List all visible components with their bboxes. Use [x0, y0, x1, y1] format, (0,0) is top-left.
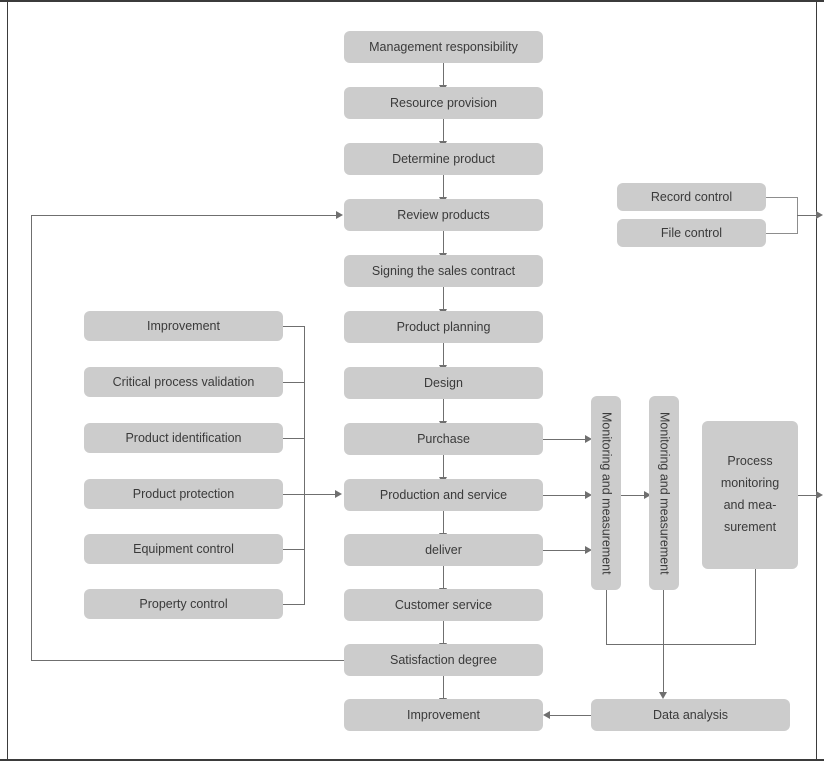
doc-control-arrowhead — [816, 211, 823, 219]
connector-3 — [443, 175, 444, 201]
support-stub-product-protection — [283, 494, 304, 495]
arrowhead-data-analysis-to-improvement — [543, 711, 550, 719]
node-data-analysis[interactable]: Data analysis — [591, 699, 790, 731]
node-review-products[interactable]: Review products — [344, 199, 543, 231]
process-monitoring-arrowhead — [816, 491, 823, 499]
doc-control-record-stub — [766, 197, 798, 198]
node-product-identification[interactable]: Product identification — [84, 423, 283, 453]
process-monitoring-line-1: Process — [727, 454, 773, 469]
frame-left-border — [7, 2, 8, 759]
node-design[interactable]: Design — [344, 367, 543, 399]
connector-8 — [443, 455, 444, 481]
node-monitoring-and-measurement-1[interactable]: Monitoring and measurement — [591, 396, 621, 590]
support-stub-property-control — [283, 604, 304, 605]
arrow-purchase-to-monitoring — [543, 439, 587, 440]
arrow-data-analysis-to-improvement — [549, 715, 591, 716]
connector-10 — [443, 566, 444, 592]
process-monitoring-line-2: monitoring — [720, 476, 780, 491]
node-customer-service[interactable]: Customer service — [344, 589, 543, 621]
node-satisfaction-degree[interactable]: Satisfaction degree — [344, 644, 543, 676]
arrow-deliver-to-monitoring — [543, 550, 587, 551]
node-management-responsibility[interactable]: Management responsibility — [344, 31, 543, 63]
support-stub-improvement — [283, 326, 304, 327]
support-stub-product-identification — [283, 438, 304, 439]
frame-top-border — [0, 0, 824, 2]
connector-5 — [443, 287, 444, 313]
connector-7 — [443, 399, 444, 425]
node-resource-provision[interactable]: Resource provision — [344, 87, 543, 119]
frame-bottom-border — [0, 759, 824, 761]
arrowhead-monitoring1-to-monitoring2 — [644, 491, 651, 499]
support-stub-equipment-control — [283, 549, 304, 550]
feedback-loop-top-segment — [31, 215, 337, 216]
process-monitoring-out-segment — [798, 495, 818, 496]
arrowhead-to-data-analysis — [659, 692, 667, 699]
node-improvement-main[interactable]: Improvement — [344, 699, 543, 731]
process-monitoring-down-segment — [755, 569, 756, 645]
node-file-control[interactable]: File control — [617, 219, 766, 247]
feedback-loop-arrowhead — [336, 211, 343, 219]
process-monitoring-line-3: and mea- — [723, 498, 777, 512]
arrowhead-deliver-to-monitoring — [585, 546, 592, 554]
arrow-monitoring1-to-monitoring2 — [621, 495, 646, 496]
doc-control-out-segment — [797, 215, 818, 216]
connector-1 — [443, 63, 444, 89]
node-property-control[interactable]: Property control — [84, 589, 283, 619]
analysis-collection-bus — [606, 644, 756, 645]
node-record-control[interactable]: Record control — [617, 183, 766, 211]
node-critical-process-validation[interactable]: Critical process validation — [84, 367, 283, 397]
node-improvement[interactable]: Improvement — [84, 311, 283, 341]
node-product-protection[interactable]: Product protection — [84, 479, 283, 509]
connector-9 — [443, 511, 444, 537]
node-purchase[interactable]: Purchase — [344, 423, 543, 455]
monitoring1-down-segment — [606, 590, 607, 645]
doc-control-file-stub — [766, 233, 798, 234]
node-signing-the-sales-contract[interactable]: Signing the sales contract — [344, 255, 543, 287]
frame-right-border — [816, 2, 817, 759]
arrow-production-to-monitoring — [543, 495, 587, 496]
arrowhead-purchase-to-monitoring — [585, 435, 592, 443]
node-production-and-service[interactable]: Production and service — [344, 479, 543, 511]
node-deliver[interactable]: deliver — [344, 534, 543, 566]
connector-12 — [443, 676, 444, 702]
node-equipment-control[interactable]: Equipment control — [84, 534, 283, 564]
analysis-bus-to-data-analysis — [663, 644, 664, 695]
node-product-planning[interactable]: Product planning — [344, 311, 543, 343]
connector-6 — [443, 343, 444, 369]
node-monitoring-and-measurement-2[interactable]: Monitoring and measurement — [649, 396, 679, 590]
support-bus-to-production-segment — [304, 494, 336, 495]
node-determine-product[interactable]: Determine product — [344, 143, 543, 175]
feedback-loop-bottom-segment — [31, 660, 344, 661]
support-bus-vertical — [304, 326, 305, 605]
connector-4 — [443, 231, 444, 257]
connector-2 — [443, 119, 444, 145]
monitoring2-down-segment — [663, 590, 664, 645]
process-monitoring-line-4: surement — [723, 519, 777, 534]
arrowhead-production-to-monitoring — [585, 491, 592, 499]
support-stub-critical-process-validation — [283, 382, 304, 383]
support-bus-arrowhead — [335, 490, 342, 498]
connector-11 — [443, 621, 444, 647]
node-process-monitoring-and-measurement[interactable]: Process monitoring and mea- surement — [702, 421, 798, 569]
feedback-loop-left-segment — [31, 215, 32, 661]
